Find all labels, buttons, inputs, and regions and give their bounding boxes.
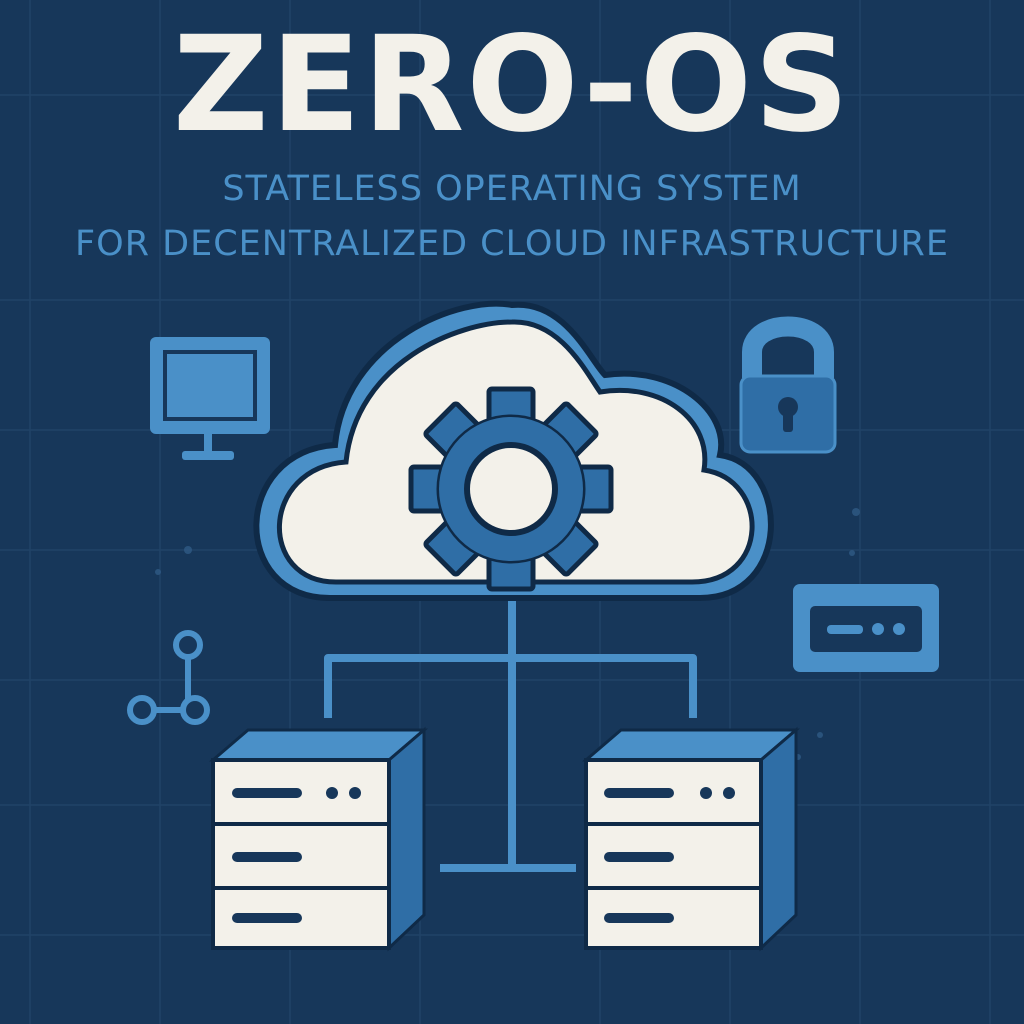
padlock-icon [739,316,837,454]
subtitle-line-2: FOR DECENTRALIZED CLOUD INFRASTRUCTURE [75,224,949,264]
server-icon-left [208,726,429,952]
network-connectors [324,598,697,872]
subtitle-line-1: STATELESS OPERATING SYSTEM [222,169,802,209]
monitor-icon [150,337,270,460]
gear-icon [408,386,614,592]
network-node-icon [127,630,210,725]
page-title: ZERO-OS [172,8,852,162]
server-icon-right [581,726,801,952]
status-panel-icon [793,584,939,672]
